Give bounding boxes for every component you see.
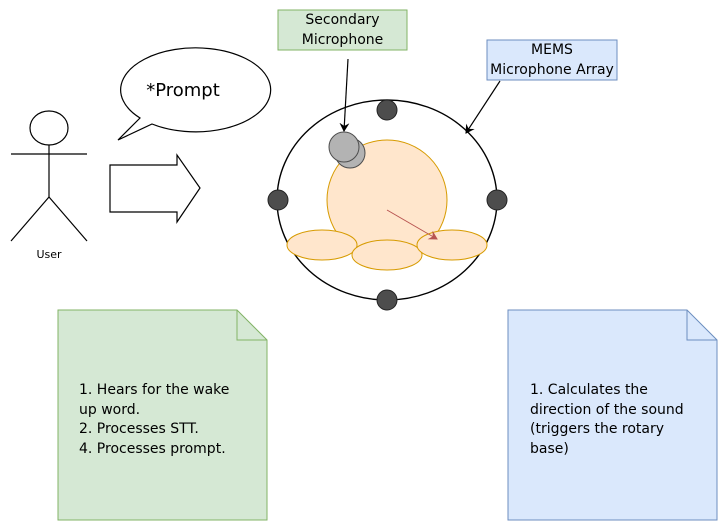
mems-pointer-arrow — [465, 80, 501, 134]
user-label: User — [36, 248, 62, 261]
speech-bubble-text: *Prompt — [146, 80, 220, 101]
flow-arrow-icon — [109, 153, 201, 224]
mems-mic-left — [267, 189, 289, 211]
robot-foot-right — [416, 229, 488, 261]
sound-direction-arrow — [386, 209, 438, 240]
right-note-shape — [507, 309, 718, 521]
robot-foot-center — [351, 239, 423, 271]
speech-bubble-shape — [117, 47, 272, 141]
mems-mic-right — [486, 189, 508, 211]
mems-mic-top — [376, 99, 398, 121]
secondary-mic-label-box — [277, 9, 408, 51]
user-stick-figure-icon — [10, 110, 88, 242]
secondary-mic-label: Secondary Microphone — [301, 12, 384, 48]
left-note-text: 1. Hears for the wake up word. 2. Proces… — [79, 382, 230, 457]
secondary-mic-pointer-arrow — [339, 58, 350, 132]
right-note-text: 1. Calculates the direction of the sound… — [530, 382, 684, 457]
robot-foot-left — [286, 229, 358, 261]
mems-mic-bottom — [376, 289, 398, 311]
mems-label-box — [486, 39, 618, 81]
mems-label: MEMS Microphone Array — [490, 42, 614, 78]
secondary-microphone-icon — [328, 131, 366, 169]
left-note-shape — [57, 309, 268, 521]
